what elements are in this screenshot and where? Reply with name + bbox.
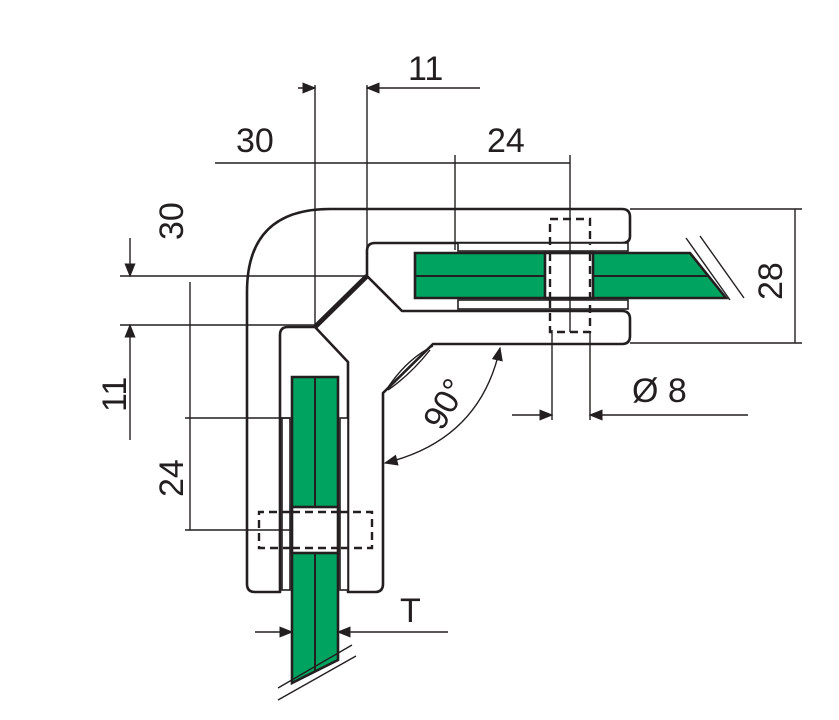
bolt-hole-horizontal — [543, 251, 595, 300]
dim-top-offset: 30 — [236, 122, 274, 160]
dim-top-hole: 24 — [487, 122, 525, 160]
dim-angle: 90° — [416, 372, 475, 436]
dim-left-offset: 30 — [153, 202, 191, 240]
gasket-right — [339, 417, 349, 591]
gasket-left — [281, 417, 291, 591]
dim-top-gap: 11 — [408, 50, 443, 88]
bolt-hole-vertical — [290, 505, 340, 555]
dim-height: 28 — [752, 262, 790, 300]
break-mark-right — [685, 235, 745, 301]
dim-thickness: T — [400, 592, 421, 630]
break-mark-bottom — [277, 644, 357, 701]
miter-line — [313, 274, 369, 329]
dim-left-hole: 24 — [153, 459, 191, 497]
gasket-top — [457, 242, 629, 252]
dim-hole-diameter: Ø 8 — [632, 372, 687, 410]
dim-left-gap: 11 — [96, 377, 134, 412]
gasket-bottom — [457, 299, 629, 310]
